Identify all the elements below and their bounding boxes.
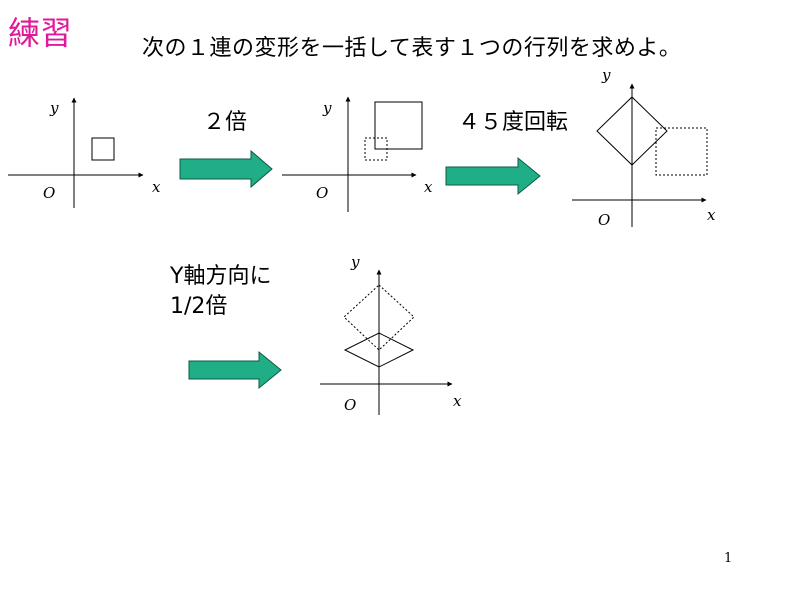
y-axis-label: y [601,66,611,84]
origin-label: O [344,396,356,414]
step-label-y-scale: Y軸方向に 1/2倍 [170,262,271,322]
arrow-right-icon [188,350,282,390]
x-axis-label: x [453,392,462,410]
page-number: 1 [724,551,733,566]
instruction-text: 次の１連の変形を一括して表す１つの行列を求めよ。 [142,36,682,61]
origin-label: O [316,184,328,202]
y-axis-label: y [350,253,360,271]
rotated-square [596,96,668,166]
origin-label: O [43,184,55,202]
step-label-double: ２倍 [203,110,248,135]
step-label-y-scale-line1: Y軸方向に [170,264,272,289]
previous-square-dotted [364,137,388,161]
slide-title: 練習 [8,14,73,52]
x-axis-label: x [152,178,161,196]
previous-square-dotted [655,127,708,176]
figure-doubled: y x O [282,96,433,212]
y-axis-label: y [49,99,59,117]
origin-label: O [598,211,610,229]
y-axis-label: y [322,99,332,117]
figure-y-scaled: y x O [320,253,462,415]
flattened-diamond [343,332,415,368]
arrow-right-icon [179,149,273,189]
figure-rotated: y x O [572,66,716,229]
step-label-rotate: ４５度回転 [458,110,569,135]
doubled-square [374,101,423,150]
unit-square [91,137,115,161]
step-label-y-scale-line2: 1/2倍 [170,294,228,319]
x-axis-label: x [707,206,716,224]
arrow-right-icon [445,156,541,196]
figure-original: y x O [8,97,161,208]
x-axis-label: x [424,178,433,196]
